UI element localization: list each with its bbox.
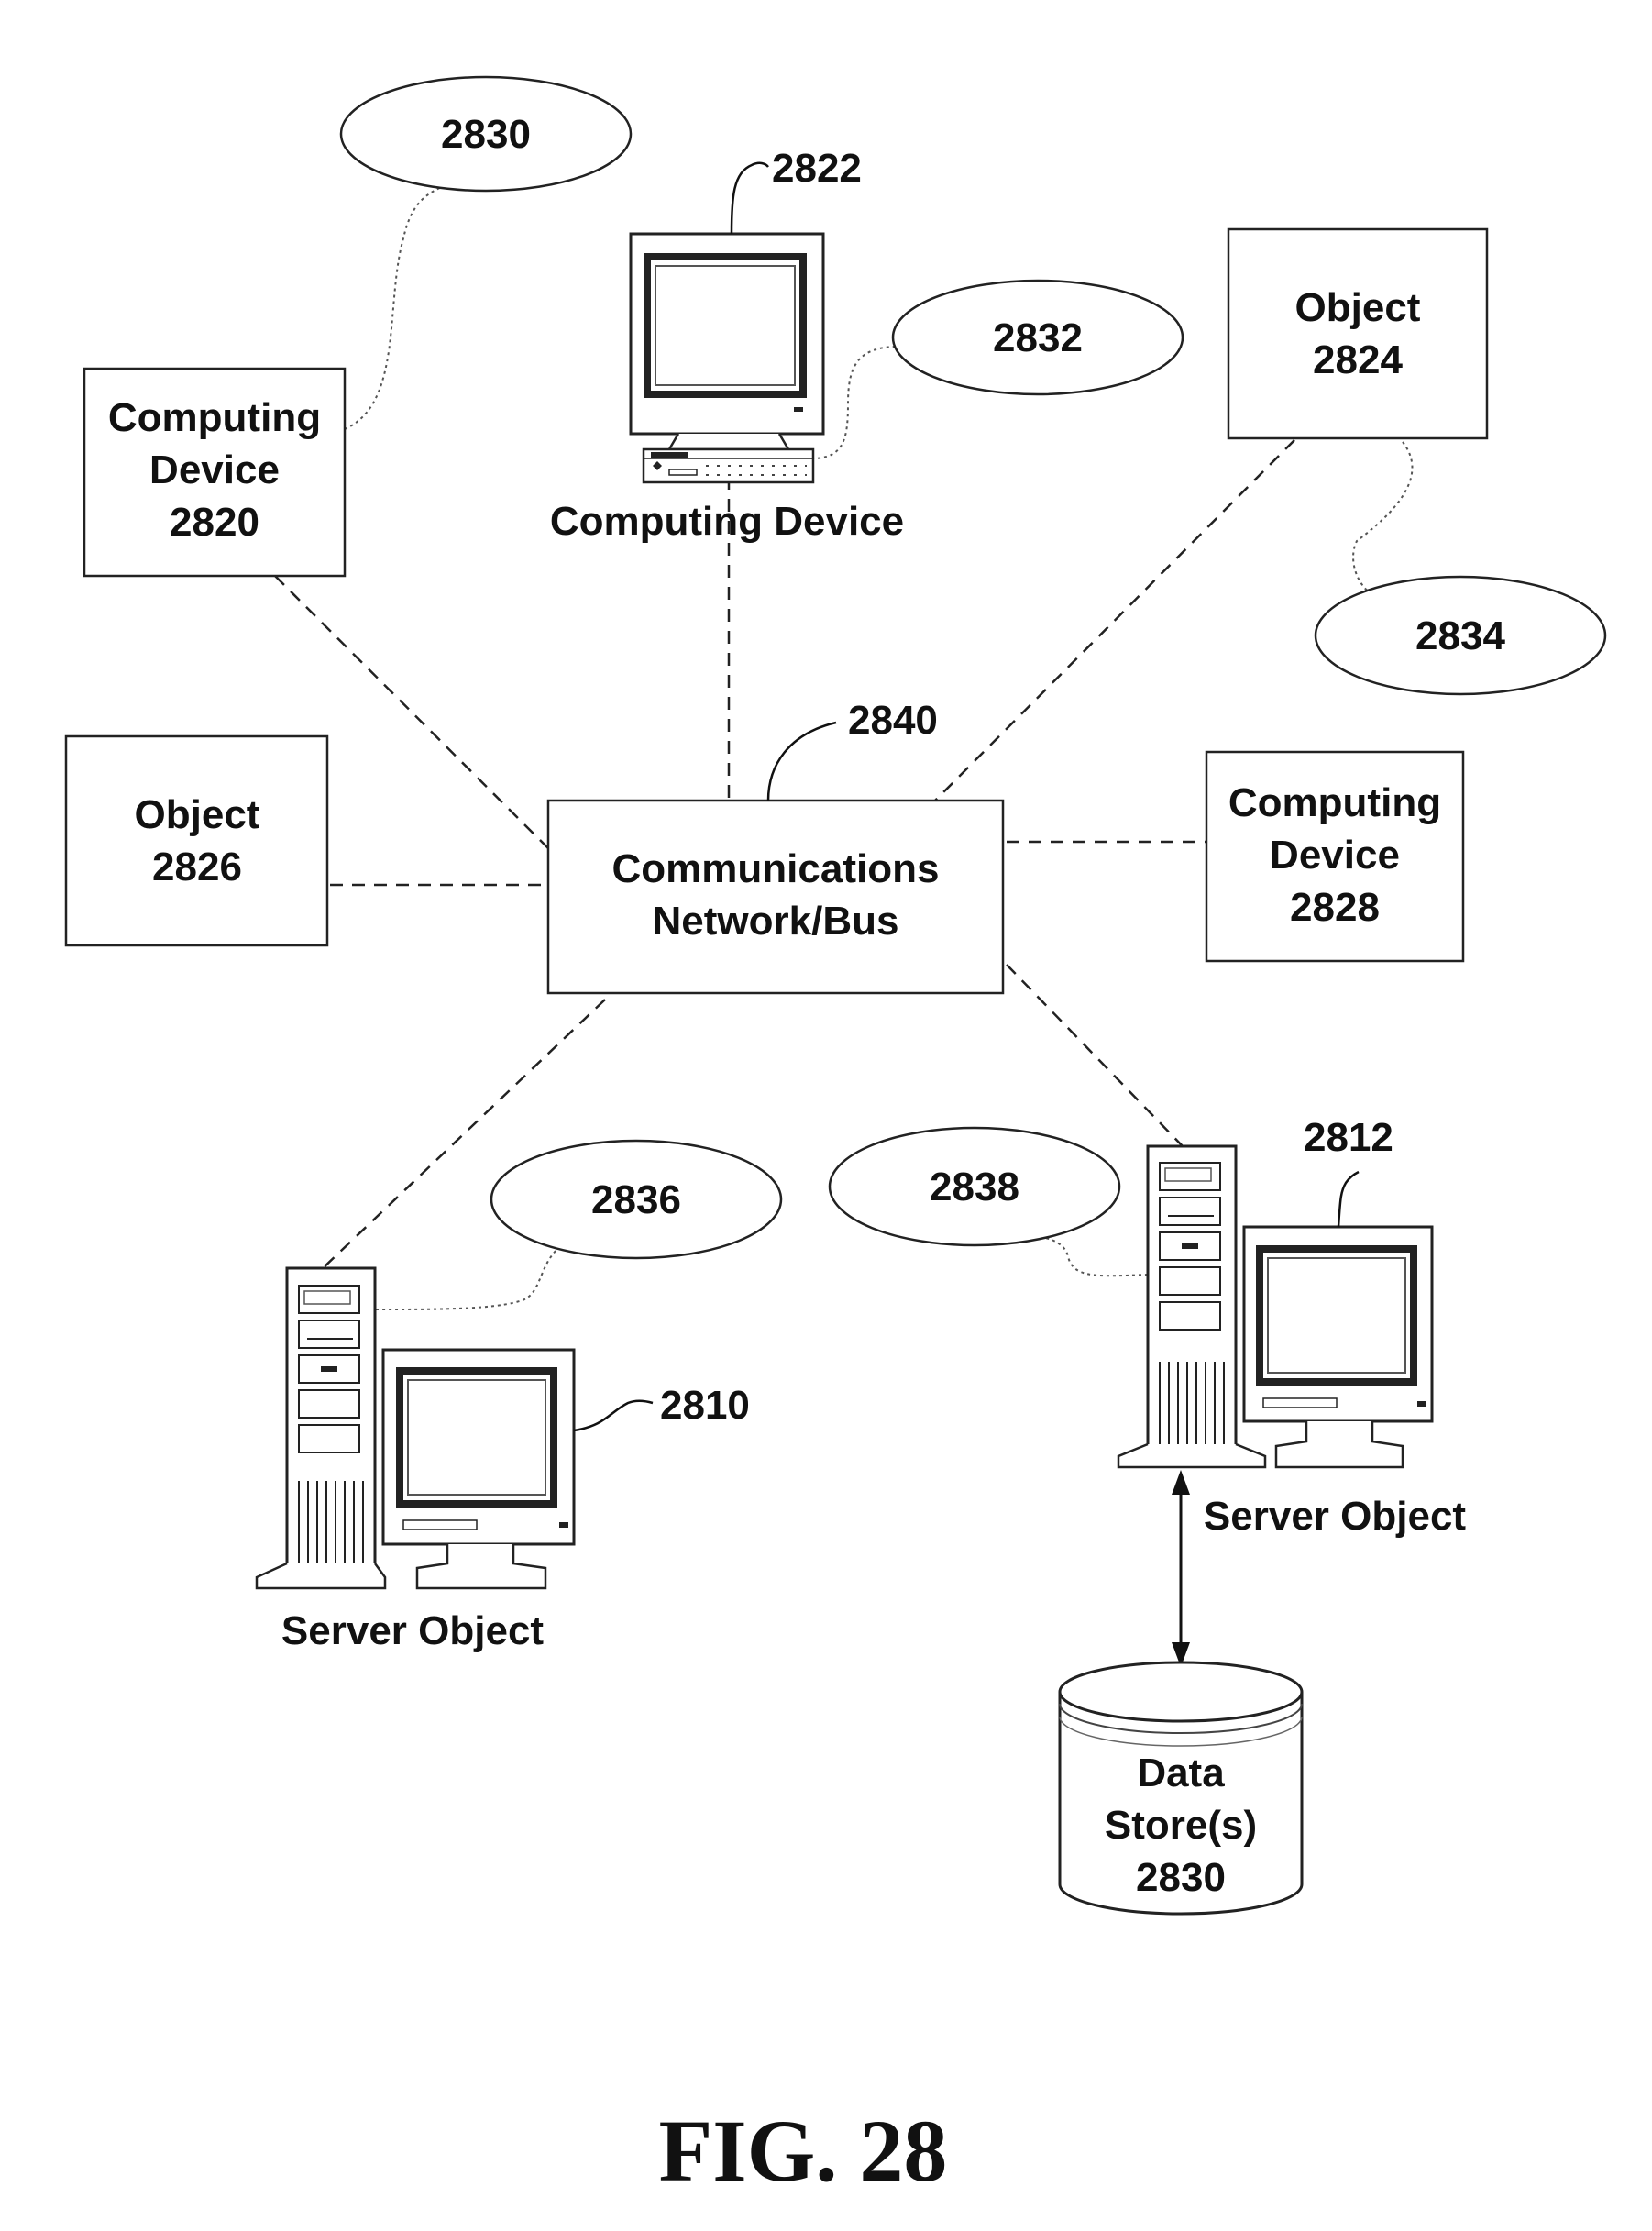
oval-label: 2838	[930, 1165, 1019, 1209]
link-2824-2834	[1353, 442, 1412, 596]
device-label: Computing Device	[550, 499, 904, 544]
oval-2834: 2834	[1316, 577, 1605, 694]
datastore-ref-number: 2830	[1136, 1855, 1226, 1900]
link-2812-network	[1007, 965, 1183, 1146]
device-label: Server Object	[281, 1608, 544, 1653]
link-2810-2836	[376, 1238, 573, 1309]
box-ref-number: 2824	[1313, 337, 1403, 382]
datastore-connection-arrow	[1172, 1470, 1190, 1667]
box-ref-number: 2820	[170, 500, 259, 545]
box-label-line1: Computing	[1228, 780, 1441, 825]
oval-label: 2834	[1415, 613, 1505, 658]
computing-device-2820: Computing Device 2820	[84, 369, 345, 576]
oval-label: 2836	[591, 1177, 681, 1222]
server-tower-icon	[257, 1268, 385, 1588]
ref-2812-leader	[1338, 1172, 1359, 1227]
oval-2838: 2838	[830, 1128, 1119, 1245]
oval-2830: 2830	[341, 77, 631, 191]
box-label-line1: Object	[135, 792, 260, 837]
server-object-2812: 2812 Server Object	[1118, 1115, 1466, 1539]
monitor-icon	[383, 1350, 574, 1588]
object-2826: Object 2826	[66, 736, 327, 945]
ref-2840-leader	[768, 723, 836, 801]
box-label-line1: Computing	[108, 395, 321, 440]
monitor-icon	[631, 234, 823, 449]
link-2820-2830	[345, 183, 449, 429]
network-label-line2: Network/Bus	[653, 899, 899, 944]
network-label-line1: Communications	[612, 846, 940, 891]
monitor-icon	[1244, 1227, 1432, 1467]
ref-2822-leader	[732, 163, 768, 234]
ref-2822: 2822	[772, 146, 862, 191]
ref-2810-leader	[574, 1401, 653, 1430]
object-2824: Object 2824	[1228, 229, 1487, 438]
server-object-2810: 2810 Server Object	[257, 1268, 750, 1653]
oval-2832: 2832	[893, 281, 1183, 394]
computing-device-2822: 2822 Computing Device	[550, 146, 904, 544]
oval-2836: 2836	[491, 1141, 781, 1258]
link-2812-2838	[1045, 1238, 1148, 1276]
device-label: Server Object	[1204, 1494, 1466, 1539]
ref-2840: 2840	[848, 698, 938, 743]
datastore-label-line2: Store(s)	[1105, 1803, 1257, 1848]
box-ref-number: 2826	[152, 845, 242, 889]
ref-2812: 2812	[1304, 1115, 1393, 1160]
data-store-cylinder: Data Store(s) 2830	[1060, 1662, 1302, 1914]
keyboard-icon	[644, 449, 813, 482]
box-label-line2: Device	[1270, 833, 1400, 878]
box-label-line2: Device	[149, 447, 280, 492]
figure-caption: FIG. 28	[659, 2102, 948, 2200]
datastore-label-line1: Data	[1137, 1751, 1225, 1795]
oval-label: 2830	[441, 112, 531, 157]
communications-network-bus: Communications Network/Bus 2840	[548, 698, 1003, 993]
box-label-line1: Object	[1295, 285, 1421, 330]
ref-2810: 2810	[660, 1383, 750, 1428]
box-ref-number: 2828	[1290, 885, 1380, 930]
computing-device-2828: Computing Device 2828	[1206, 752, 1463, 961]
oval-label: 2832	[993, 315, 1083, 360]
link-2824-network	[933, 440, 1294, 802]
